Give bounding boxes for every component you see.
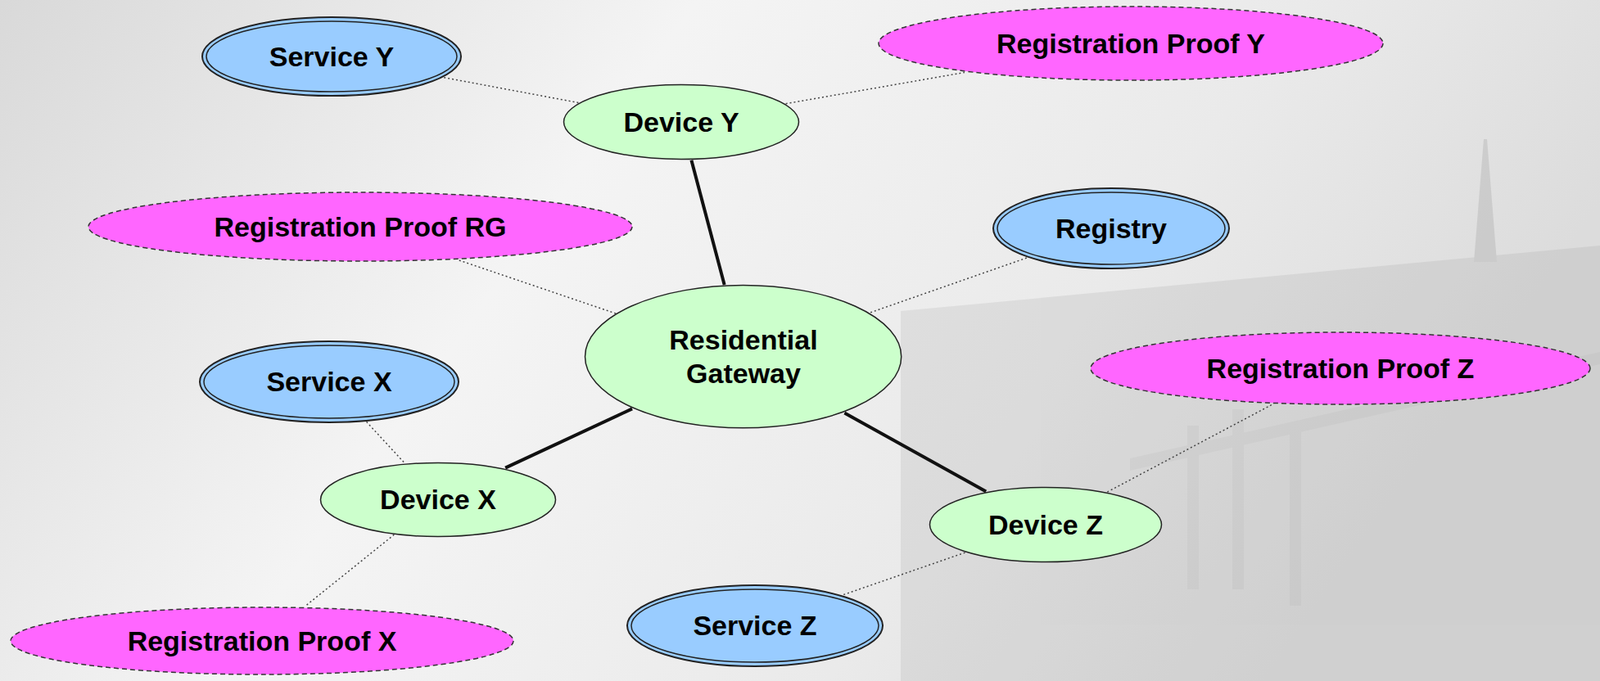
outer-outline [993,188,1230,269]
association-line [1107,404,1272,493]
node-label: Service X [266,365,392,399]
proof-ellipse: Registration Proof X [9,605,516,677]
node-label: Registration Proof Y [996,27,1266,61]
node-label: Device X [379,483,497,517]
inner-outline [631,589,879,663]
solid-outline [320,462,556,537]
outer-outline [627,585,883,667]
node-label: Registration Proof Z [1206,352,1475,386]
node-label: Service Z [692,609,817,643]
solid-outline [930,488,1162,563]
proof-ellipse: Registration Proof RG [86,190,634,263]
dashed-outline [88,192,633,262]
inner-outline [206,21,457,92]
node-label: Service Y [269,40,395,74]
association-line [459,260,616,314]
inner-outline [997,192,1225,265]
link-line [505,408,633,468]
device-ellipse: Residential Gateway [583,284,903,430]
link-line [691,160,724,285]
service-ellipse: Service Z [625,583,885,669]
service-ellipse: Service Y [200,15,463,98]
association-line [305,534,395,606]
solid-outline [564,85,800,160]
node-label: Device Y [623,105,739,140]
association-line [869,257,1026,313]
dashed-outline [1090,332,1591,405]
service-ellipse: Registry [991,186,1231,271]
node-label: Device Z [988,508,1103,543]
service-ellipse: Service X [198,339,461,425]
proof-ellipse: Registration Proof Y [876,4,1385,82]
outer-outline [202,17,462,96]
device-ellipse: Device X [319,461,557,538]
link-line [844,413,986,493]
background-photo [900,139,1600,681]
inner-outline [203,345,455,419]
association-line [443,77,579,104]
node-label: Residential Gateway [641,323,846,391]
device-ellipse: Device Y [562,83,800,161]
node-label: Registration Proof RG [213,210,507,245]
ellipse-outline [583,284,903,430]
device-ellipse: Device Z [928,486,1163,564]
association-line [366,421,405,463]
dashed-outline [10,607,514,675]
solid-outline [585,285,902,429]
proof-ellipse: Registration Proof Z [1089,330,1592,407]
association-line [843,552,965,595]
outer-outline [199,341,459,423]
dashed-outline [878,6,1384,81]
association-line [786,72,965,104]
node-label: Registry [1055,212,1167,246]
node-label: Registration Proof X [127,624,398,659]
